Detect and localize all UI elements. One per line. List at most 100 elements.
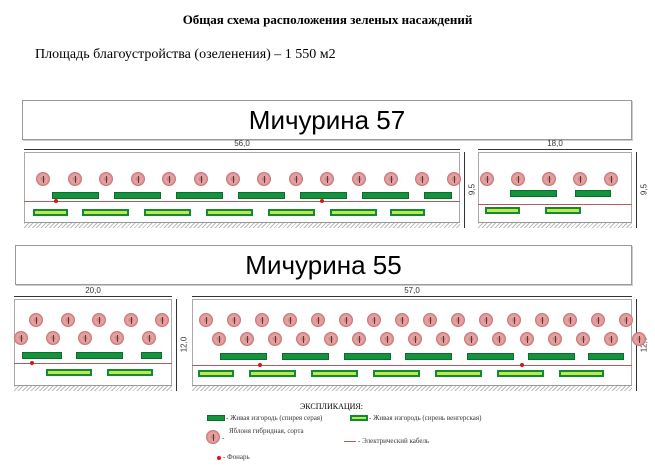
depth-dimension-line (464, 152, 465, 228)
apple-tree-icon (92, 313, 106, 327)
apple-tree-icon (162, 172, 177, 186)
legend-cable-label: - Электрический кабель (358, 437, 430, 445)
apple-tree-icon (415, 172, 430, 186)
legend-tree-label: Яблоня гибридная, сорта (229, 427, 304, 435)
legend-lamp-label: - Фонарь (223, 453, 250, 461)
depth-dimension-label: 9,5 (639, 183, 649, 196)
electric-cable (192, 365, 632, 366)
apple-tree-icon (520, 332, 534, 346)
hedge-spiraea (362, 192, 409, 199)
apple-tree-icon (380, 332, 394, 346)
sidewalk-hatch (192, 385, 632, 391)
depth-dimension-line (176, 299, 177, 391)
lamp-icon (320, 199, 324, 203)
legend-hedge-light-label: - Живая изгородь (сирень венгерская) (369, 414, 482, 422)
hedge-lilac (435, 370, 482, 377)
depth-dimension-line (636, 152, 637, 228)
legend-title: ЭКСПЛИКАЦИЯ: (300, 402, 363, 411)
apple-tree-icon (367, 313, 381, 327)
hedge-lilac (330, 209, 377, 216)
hedge-spiraea (176, 192, 223, 199)
hedge-spiraea (238, 192, 285, 199)
apple-tree-icon (78, 331, 92, 345)
hedge-spiraea (528, 353, 575, 360)
depth-dimension-label: 12,0 (179, 336, 189, 353)
apple-tree-icon (130, 172, 145, 186)
hedge-spiraea (405, 353, 452, 360)
apple-tree-icon (573, 172, 587, 186)
apple-tree-icon (632, 332, 646, 346)
legend-cable-line (344, 441, 356, 442)
hedge-spiraea (588, 353, 624, 360)
apple-tree-icon (14, 331, 28, 345)
apple-tree-icon (535, 313, 549, 327)
hedge-spiraea (220, 353, 267, 360)
apple-tree-icon (225, 172, 240, 186)
apple-tree-icon (479, 313, 493, 327)
apple-tree-icon (194, 172, 208, 186)
area-subtitle: Площадь благоустройства (озеленения) – 1… (35, 47, 336, 62)
apple-tree-icon (268, 332, 282, 346)
apple-tree-icon (576, 332, 590, 346)
apple-tree-icon (563, 313, 577, 327)
hedge-spiraea (467, 353, 514, 360)
legend-lamp-icon (217, 456, 221, 460)
hedge-lilac (198, 370, 234, 377)
lamp-icon (258, 363, 262, 367)
section-title-michurina-57: Мичурина 57 (22, 100, 632, 140)
depth-dimension-label: 9,5 (467, 183, 477, 196)
hedge-lilac (46, 369, 92, 376)
hedge-lilac (33, 209, 68, 216)
apple-tree-icon (227, 313, 241, 327)
hedge-lilac (82, 209, 129, 216)
width-dimension-line (478, 149, 632, 150)
apple-tree-icon (67, 172, 82, 186)
apple-tree-icon (383, 172, 398, 186)
apple-tree-icon (436, 332, 450, 346)
apple-tree-icon (408, 332, 422, 346)
width-dimension-line (24, 149, 460, 150)
lamp-icon (54, 199, 58, 203)
electric-cable (478, 204, 632, 205)
legend-hedge-dark-label: - Живая изгородь (спирея серая) (226, 414, 323, 422)
hedge-lilac (485, 207, 520, 214)
lamp-icon (520, 363, 524, 367)
legend-dash: - (222, 434, 225, 442)
apple-tree-icon (339, 313, 353, 327)
hedge-lilac (390, 209, 425, 216)
apple-tree-icon (283, 313, 297, 327)
hedge-spiraea (575, 190, 611, 197)
electric-cable (14, 363, 172, 364)
apple-tree-icon (60, 313, 75, 327)
hedge-spiraea (76, 352, 123, 359)
hedge-lilac (249, 370, 296, 377)
hedge-spiraea (22, 352, 62, 359)
hedge-lilac (144, 209, 191, 216)
hedge-lilac (373, 370, 420, 377)
page-title: Общая схема расположения зеленых насажде… (182, 12, 473, 27)
electric-cable (24, 201, 460, 202)
apple-tree-icon (423, 313, 437, 327)
apple-tree-icon (507, 313, 521, 327)
apple-tree-icon (123, 313, 138, 327)
section-title-michurina-55: Мичурина 55 (15, 245, 632, 285)
apple-tree-icon (591, 313, 605, 327)
hedge-spiraea (114, 192, 161, 199)
apple-tree-icon (212, 332, 226, 346)
width-dimension-label: 56,0 (234, 139, 250, 148)
apple-tree-icon (255, 313, 269, 327)
hedge-lilac (497, 370, 544, 377)
apple-tree-icon (604, 172, 618, 186)
apple-tree-icon (142, 331, 156, 345)
width-dimension-line (192, 296, 632, 297)
apple-tree-icon (480, 172, 494, 186)
apple-tree-icon (324, 332, 338, 346)
apple-tree-icon (320, 172, 335, 186)
apple-tree-icon (99, 172, 114, 186)
apple-tree-icon (395, 313, 409, 327)
apple-tree-icon (257, 172, 272, 186)
hedge-lilac (107, 369, 153, 376)
sidewalk-hatch (24, 222, 460, 228)
lamp-icon (30, 361, 34, 365)
apple-tree-icon (492, 332, 506, 346)
